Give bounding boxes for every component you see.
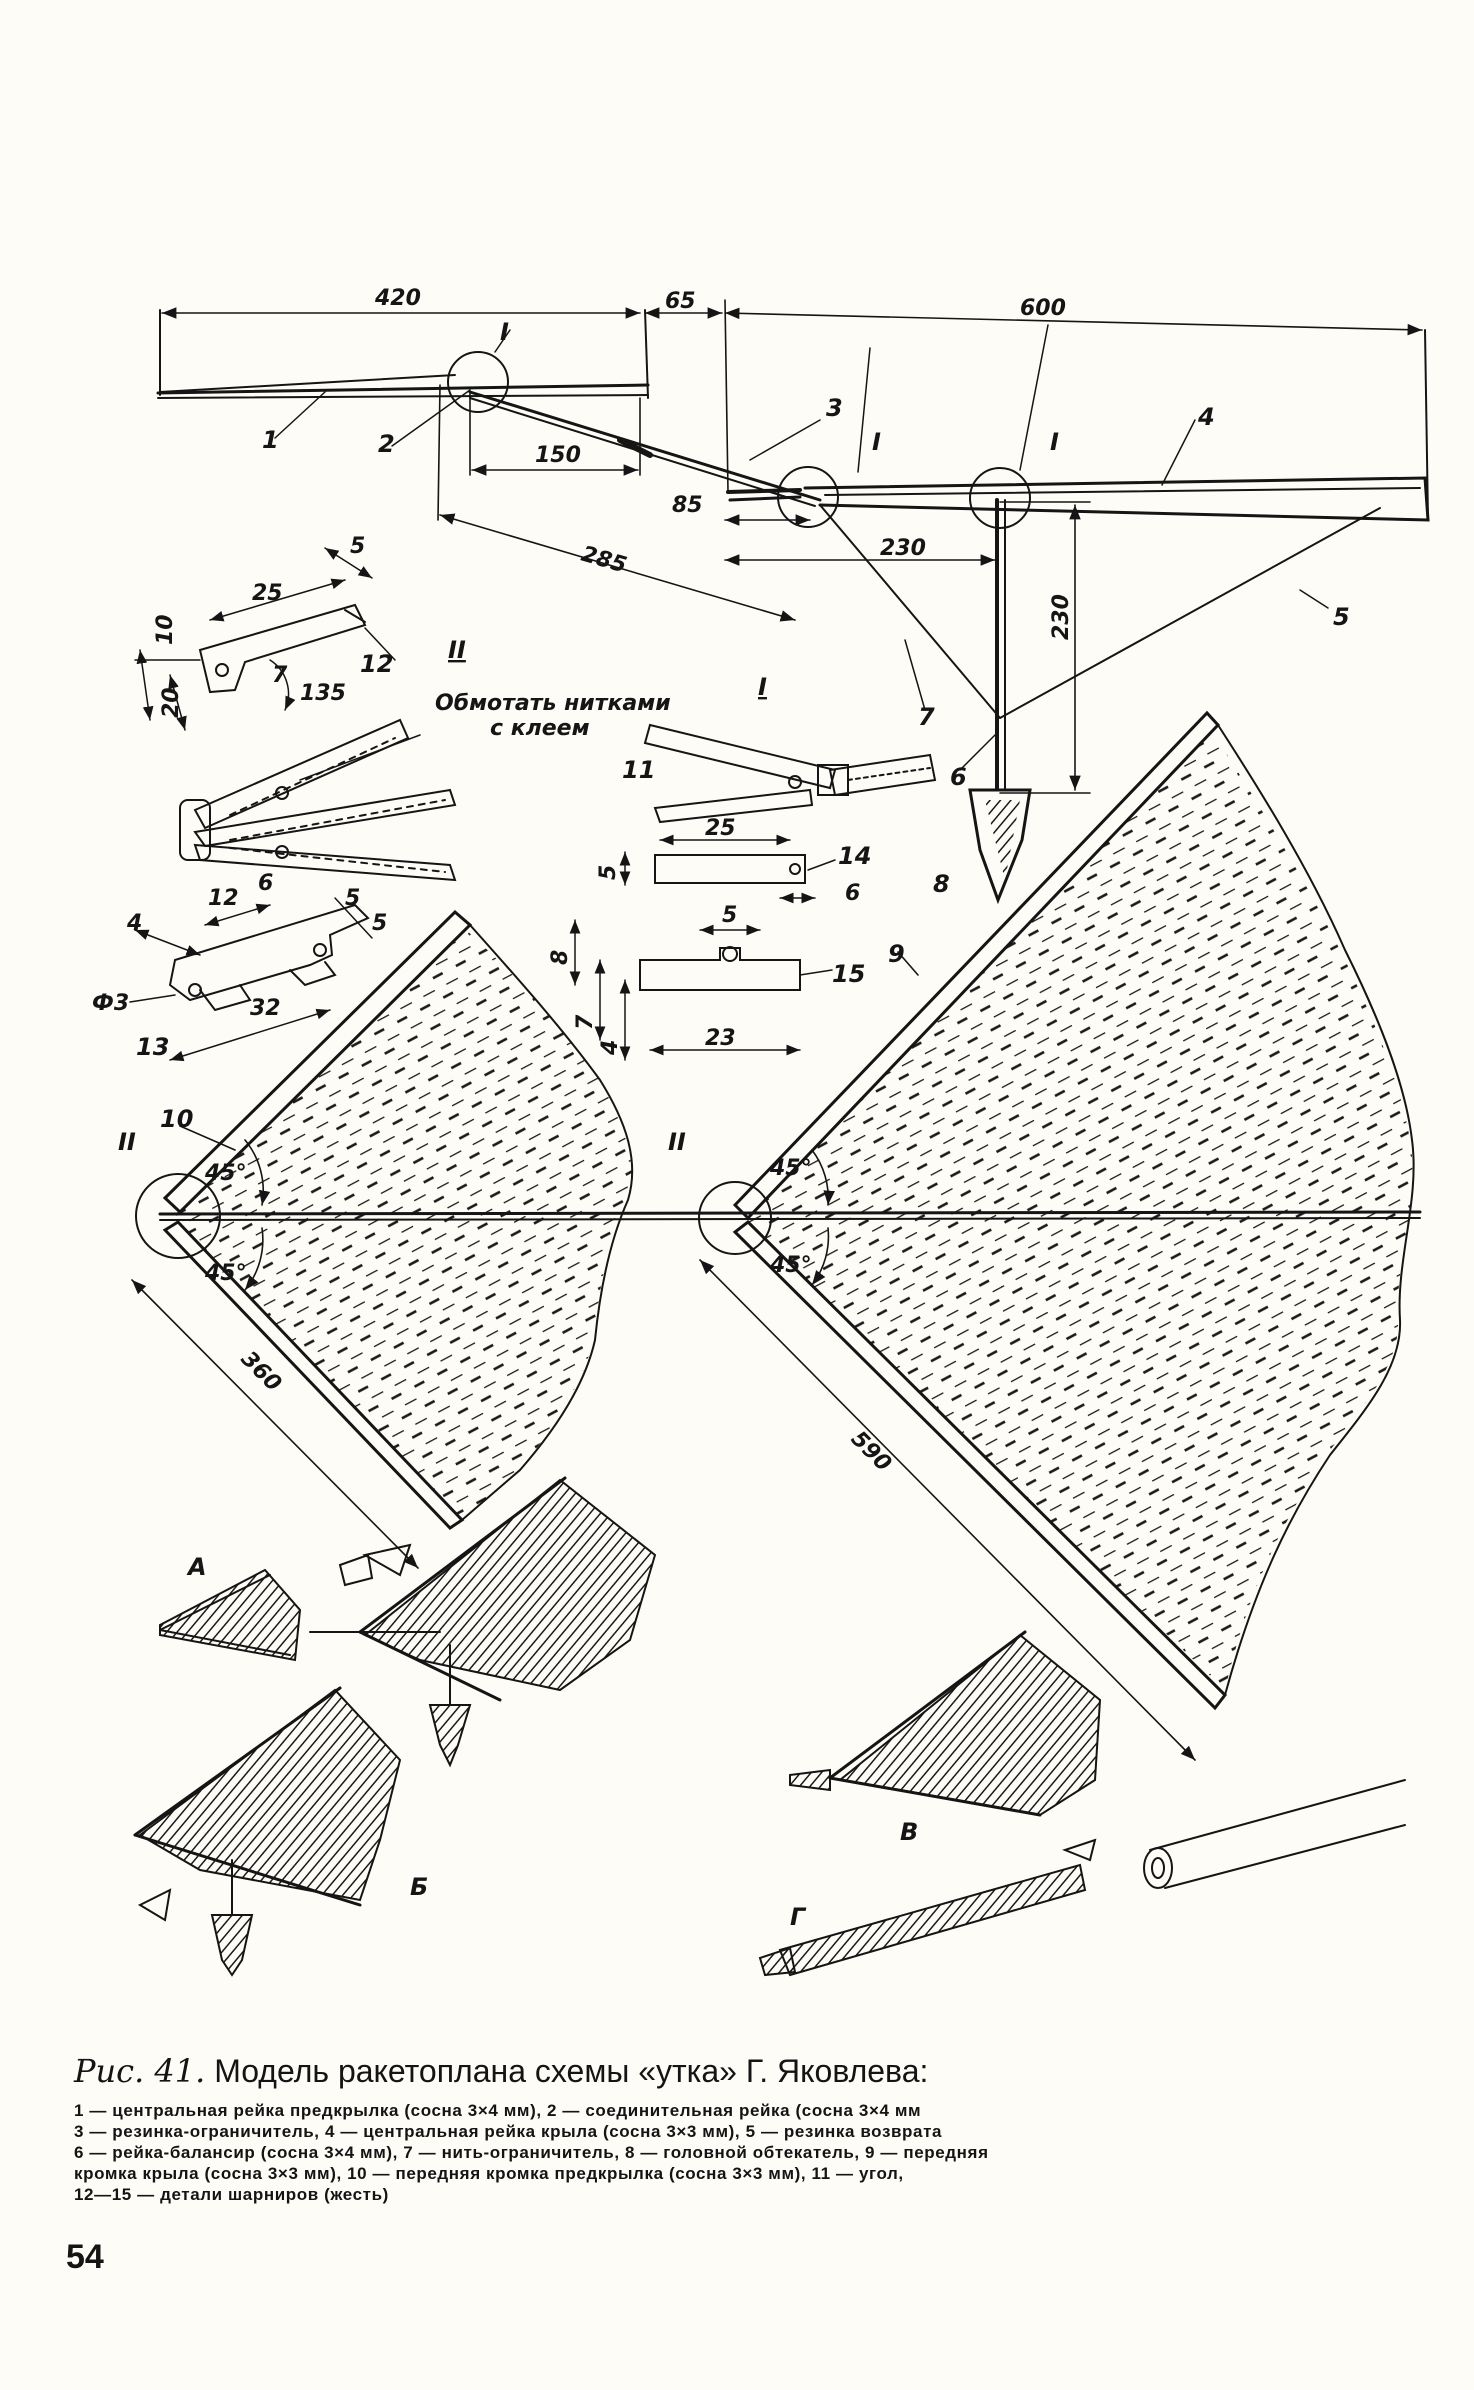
dim-II-5b: 5 — [345, 886, 360, 911]
caption-line: 3 — резинка-ограничитель, 4 — центральна… — [74, 2122, 943, 2141]
part-number-9: 9 — [888, 940, 905, 968]
side-view-dimensions — [161, 299, 1423, 794]
caption-line: кромка крыла (сосна 3×3 мм), 10 — передн… — [74, 2164, 904, 2183]
dim-I-5b: 5 — [722, 903, 737, 928]
dim-I-6: 6 — [845, 881, 860, 906]
fuselage-center-rail — [158, 1210, 1422, 1221]
dim-I-25: 25 — [705, 816, 736, 841]
note-wrap-thread-line2: с клеем — [490, 716, 590, 741]
side-view-leaders — [274, 324, 1329, 771]
caption-legend: 1 — центральная рейка предкрылка (сосна … — [74, 2100, 1404, 2205]
dim-230-horizontal: 230 — [880, 536, 926, 561]
part-number-7: 7 — [918, 703, 935, 731]
dim-85: 85 — [672, 493, 703, 518]
dim-600: 600 — [1020, 296, 1066, 321]
part-number-1: 1 — [262, 426, 279, 454]
view-V — [789, 1630, 1102, 1862]
view-A — [159, 1543, 412, 1662]
dim-I-5: 5 — [596, 865, 621, 880]
detail-title-I: I — [758, 673, 767, 701]
part-number-5: 5 — [1333, 603, 1350, 631]
angle-wing-upper: 45° — [769, 1156, 812, 1181]
part-number-15: 15 — [832, 960, 865, 988]
part-number-10: 10 — [160, 1105, 193, 1133]
part-number-2: 2 — [378, 430, 395, 458]
dim-285: 285 — [578, 542, 629, 579]
dim-150: 150 — [535, 443, 581, 468]
part-number-8: 8 — [933, 870, 950, 898]
dim-II-12: 12 — [208, 886, 239, 911]
note-wrap-thread-line1: Обмотать нитками — [435, 691, 671, 716]
dim-II-25: 25 — [252, 581, 283, 606]
view-B — [133, 1686, 402, 1977]
detail-mark-I-1: I — [500, 318, 509, 346]
dim-II-5c: 5 — [372, 911, 387, 936]
wing-dimensions — [131, 951, 1196, 1761]
part-number-11: 11 — [622, 756, 655, 784]
dim-II-4: 4 — [126, 911, 142, 936]
view-letter-A: А — [186, 1553, 207, 1581]
page-number: 54 — [66, 2238, 104, 2276]
detail-mark-I-3: I — [1050, 428, 1059, 456]
dim-360: 360 — [236, 1347, 286, 1397]
part-number-12: 12 — [360, 650, 393, 678]
view-letter-B: Б — [410, 1873, 428, 1901]
part-number-13: 13 — [136, 1033, 169, 1061]
detail-mark-II-1: II — [118, 1128, 136, 1156]
angle-canard-upper: 45° — [204, 1161, 247, 1186]
side-view — [156, 309, 1430, 905]
figure-title: Модель ракетоплана схемы «утка» Г. Яковл… — [214, 2053, 929, 2089]
technical-drawing: 420 65 600 150 85 285 230 230 360 590 45… — [92, 286, 1430, 1977]
part-number-3: 3 — [826, 394, 843, 422]
dim-II-20: 20 — [159, 687, 184, 718]
dim-II-32: 32 — [250, 996, 281, 1021]
dim-II-10: 10 — [153, 614, 178, 645]
angle-canard-lower: 45° — [204, 1261, 247, 1286]
part-number-6: 6 — [950, 763, 967, 791]
caption-line: 12—15 — детали шарниров (жесть) — [74, 2185, 389, 2204]
detail-mark-II-2: II — [668, 1128, 686, 1156]
detail-mark-I-2: I — [872, 428, 881, 456]
detail-II — [129, 547, 457, 1062]
figure-label: Рис. 41. — [74, 2052, 206, 2090]
dim-II-5: 5 — [350, 534, 365, 559]
figure-caption: Рис. 41. Модель ракетоплана схемы «утка»… — [74, 2052, 1404, 2205]
caption-title-row: Рис. 41. Модель ракетоплана схемы «утка»… — [74, 2052, 1404, 2090]
dim-420: 420 — [374, 286, 421, 311]
dim-I-8: 8 — [548, 950, 573, 965]
dim-230-vertical: 230 — [1049, 594, 1074, 640]
angle-wing-lower: 45° — [769, 1253, 812, 1278]
view-G — [758, 1779, 1406, 1977]
dim-II-7: 7 — [272, 663, 288, 688]
dim-II-135: 135 — [300, 681, 346, 706]
caption-line: 1 — центральная рейка предкрылка (сосна … — [74, 2101, 922, 2120]
dim-I-23: 23 — [705, 1026, 736, 1051]
detail-I — [569, 723, 937, 1061]
dim-II-diam3: Ф3 — [92, 991, 129, 1016]
dim-65: 65 — [665, 289, 696, 314]
view-A-open — [309, 1476, 657, 1768]
view-letter-G: Г — [790, 1903, 807, 1931]
dim-I-4: 4 — [598, 1040, 623, 1056]
part-number-4: 4 — [1197, 403, 1215, 431]
caption-line: 6 — рейка-балансир (сосна 3×4 мм), 7 — н… — [74, 2143, 989, 2162]
main-wing — [698, 710, 1415, 1711]
view-letter-V: В — [900, 1818, 918, 1846]
dim-I-7: 7 — [573, 1014, 598, 1030]
detail-title-II: II — [448, 636, 466, 664]
part-number-14: 14 — [838, 842, 871, 870]
dim-II-6: 6 — [258, 871, 273, 896]
dim-590: 590 — [846, 1427, 896, 1477]
